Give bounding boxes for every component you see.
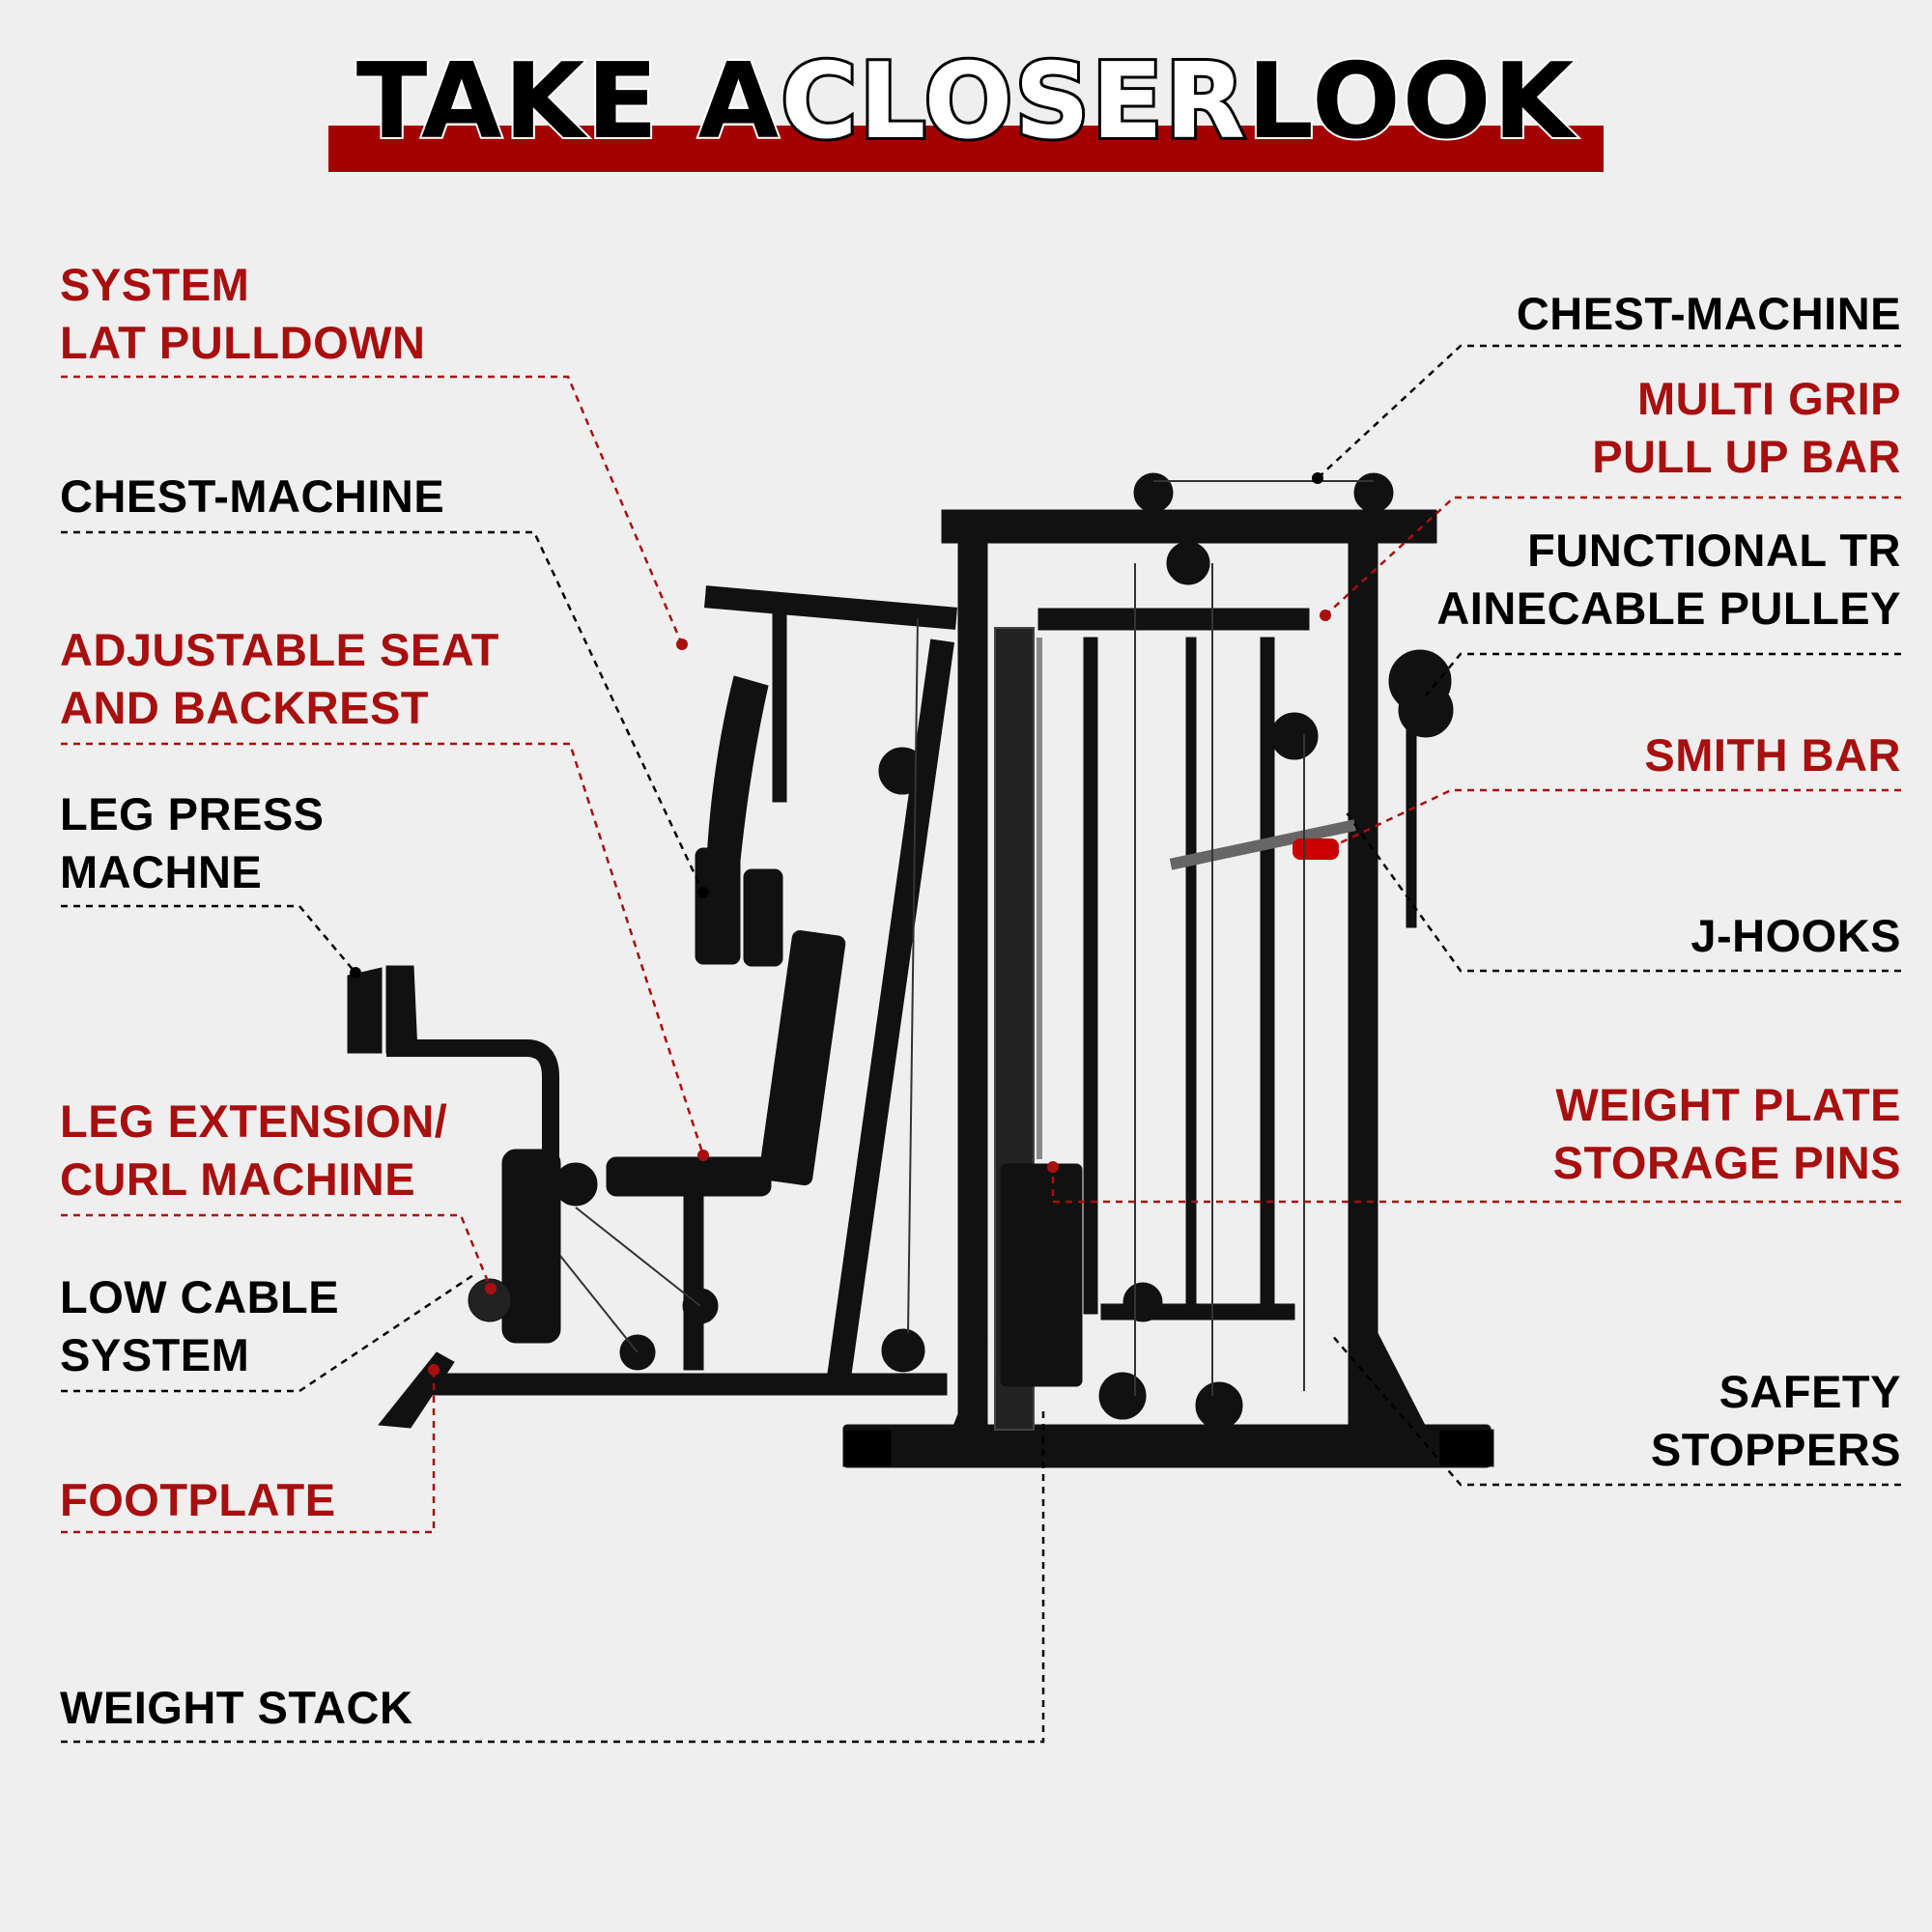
label-chest-machine-left: CHEST-MACHINE <box>60 470 445 522</box>
leg-extension-frame <box>501 1149 561 1344</box>
backrest-pad <box>758 930 846 1186</box>
label-system-lat-pulldown: SYSTEM LAT PULLDOWN <box>60 259 426 368</box>
label-chest-machine-right: CHEST-MACHINE <box>1516 288 1901 339</box>
leader-system-lat-pulldown <box>61 375 684 645</box>
leg-extension-pivot <box>468 1278 512 1322</box>
chest-support-frame <box>826 639 955 1380</box>
chest-pad-1 <box>695 847 741 965</box>
j-hook-handle <box>1406 714 1417 928</box>
dot-weight-plate-pins <box>1047 1161 1059 1173</box>
dot-seat <box>697 1150 709 1161</box>
label-functional-trainer-pulley: FUNCTIONAL TR AINECABLE PULLEY <box>1436 525 1901 634</box>
label-smith-bar: SMITH BAR <box>1644 729 1901 781</box>
leg-extension-roller <box>554 1162 598 1207</box>
leg-press-arm <box>386 1039 559 1188</box>
tower-top-beam <box>941 509 1437 544</box>
label-weight-plate-storage-pins: WEIGHT PLATE STORAGE PINS <box>1552 1079 1901 1188</box>
dot-lat-pulldown <box>676 639 688 650</box>
chest-pad-2 <box>743 868 783 967</box>
label-leg-extension: LEG EXTENSION/ CURL MACHINE <box>60 1095 448 1205</box>
top-pulley-left <box>1133 472 1174 513</box>
label-low-cable-system: LOW CABLE SYSTEM <box>60 1271 340 1380</box>
tower-column-right <box>1348 521 1378 1445</box>
tower-brace-left <box>946 1337 988 1445</box>
center-pulley <box>881 1328 925 1373</box>
lat-pulldown-beam <box>703 585 958 630</box>
leader-j-hooks <box>1344 810 1901 973</box>
title-word-3: LOOK <box>1245 42 1577 162</box>
rail-3 <box>1260 637 1275 1315</box>
label-j-hooks: J-HOOKS <box>1690 910 1901 961</box>
leader-footplate <box>61 1370 436 1534</box>
page-title: TAKE A CLOSER LOOK <box>328 42 1604 162</box>
title-underline-bar <box>328 126 1604 172</box>
bottom-pulley-3 <box>1122 1282 1163 1322</box>
title-word-2: CLOSER <box>778 42 1248 162</box>
leg-base-rail <box>424 1373 948 1396</box>
rail-2 <box>1185 637 1197 1315</box>
leader-leg-extension <box>61 1213 493 1290</box>
dot-leg-press <box>350 967 361 979</box>
label-footplate: FOOTPLATE <box>60 1474 336 1525</box>
tower-upper-crossbar <box>1037 608 1310 631</box>
leader-weight-stack <box>61 1406 1045 1744</box>
tower-column-left <box>957 521 988 1445</box>
dot-chest-machine-right <box>1312 472 1323 484</box>
leader-functional-pulley <box>1425 652 1901 696</box>
label-leg-press: LEG PRESS MACHNE <box>60 788 325 897</box>
base-foot-left <box>842 1429 893 1467</box>
smith-bar-rod <box>1169 819 1356 870</box>
label-safety-stoppers: SAFETY STOPPERS <box>1650 1366 1901 1475</box>
label-weight-stack: WEIGHT STACK <box>60 1682 413 1733</box>
leg-press-plate-1 <box>347 967 383 1054</box>
leader-safety-stoppers <box>1329 1332 1901 1487</box>
dot-chest-machine-left <box>697 887 709 898</box>
leader-weight-plate-pins <box>1051 1167 1901 1204</box>
label-adjustable-seat: ADJUSTABLE SEAT AND BACKREST <box>60 624 499 733</box>
leader-lines <box>61 344 1901 1744</box>
dot-multi-grip <box>1320 610 1331 621</box>
base-foot-right <box>1438 1429 1494 1467</box>
weight-plates <box>1000 1163 1083 1387</box>
dot-footplate <box>428 1364 440 1376</box>
lat-pulldown-post <box>772 608 787 803</box>
bottom-pulley-2 <box>1195 1381 1243 1430</box>
top-pulley-right <box>1353 472 1394 513</box>
dot-leg-extension <box>485 1283 497 1294</box>
leader-leg-press <box>61 904 356 974</box>
tower-brace-right <box>1377 1332 1435 1445</box>
leader-low-cable <box>61 1273 474 1393</box>
rail-1 <box>1083 637 1098 1315</box>
seat-post <box>683 1195 704 1371</box>
smith-bar-collar <box>1293 838 1339 860</box>
cables <box>559 480 1374 1396</box>
bottom-pulley-1 <box>1098 1372 1147 1420</box>
leader-dots <box>350 472 1331 1376</box>
pulley-a <box>1166 541 1210 585</box>
machine-illustration <box>347 472 1494 1468</box>
label-multi-grip-pull-up-bar: MULTI GRIP PULL UP BAR <box>1592 373 1901 482</box>
leader-adjustable-seat <box>61 742 705 1156</box>
leader-chest-machine-right <box>1317 344 1901 479</box>
title-word-1: TAKE A <box>355 42 781 162</box>
seat-pad <box>606 1156 772 1197</box>
weight-stack-guide-rod <box>1037 638 1042 1159</box>
pulley-b <box>1270 712 1319 760</box>
